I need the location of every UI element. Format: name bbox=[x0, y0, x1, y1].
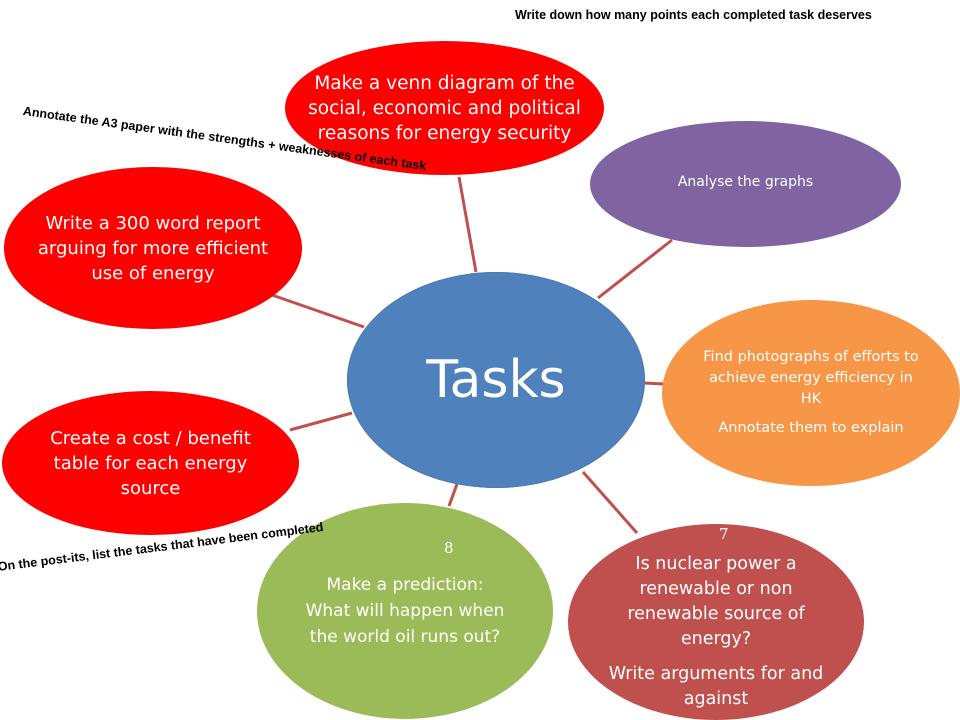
task-nuclear-text: Is nuclear power a renewable or non rene… bbox=[627, 554, 805, 649]
task-report-text: Write a 300 word report arguing for more… bbox=[37, 212, 269, 284]
connector-nuclear bbox=[581, 471, 639, 534]
task-nuclear-power: Is nuclear power a renewable or non rene… bbox=[568, 524, 864, 720]
connector-prediction bbox=[447, 483, 459, 507]
connector-graphs bbox=[597, 238, 673, 300]
connector-report bbox=[271, 293, 365, 329]
points-venn: 4 bbox=[497, 31, 507, 49]
task-graphs-text: Analyse the graphs bbox=[677, 174, 814, 190]
points-prediction: 8 bbox=[444, 539, 454, 557]
task-prediction-text: Make a prediction: What will happen when… bbox=[305, 575, 505, 647]
task-make-prediction: Make a prediction: What will happen when… bbox=[257, 503, 553, 719]
task-venn-diagram: Make a venn diagram of the social, econo… bbox=[285, 41, 604, 175]
connector-cost bbox=[289, 411, 353, 432]
center-label: Tasks bbox=[426, 350, 566, 410]
task-venn-text: Make a venn diagram of the social, econo… bbox=[308, 72, 581, 144]
task-write-report: Write a 300 word report arguing for more… bbox=[4, 167, 302, 329]
task-nuclear-subtext: Write arguments for and against bbox=[608, 664, 824, 709]
task-photos-text: Find photographs of efforts to achieve e… bbox=[703, 349, 919, 407]
task-cost-text: Create a cost / benefit table for each e… bbox=[50, 427, 251, 499]
task-photos-subtext: Annotate them to explain bbox=[718, 420, 904, 436]
connector-venn bbox=[457, 176, 478, 273]
task-find-photographs: Find photographs of efforts to achieve e… bbox=[662, 300, 960, 486]
note-points-instruction: Write down how many points each complete… bbox=[515, 8, 872, 22]
connector-photos bbox=[643, 381, 665, 386]
center-node-tasks: Tasks bbox=[347, 272, 645, 488]
points-nuclear: 7 bbox=[719, 525, 729, 543]
task-analyse-graphs: Analyse the graphs bbox=[590, 121, 901, 247]
task-cost-benefit-table: Create a cost / benefit table for each e… bbox=[2, 391, 299, 535]
